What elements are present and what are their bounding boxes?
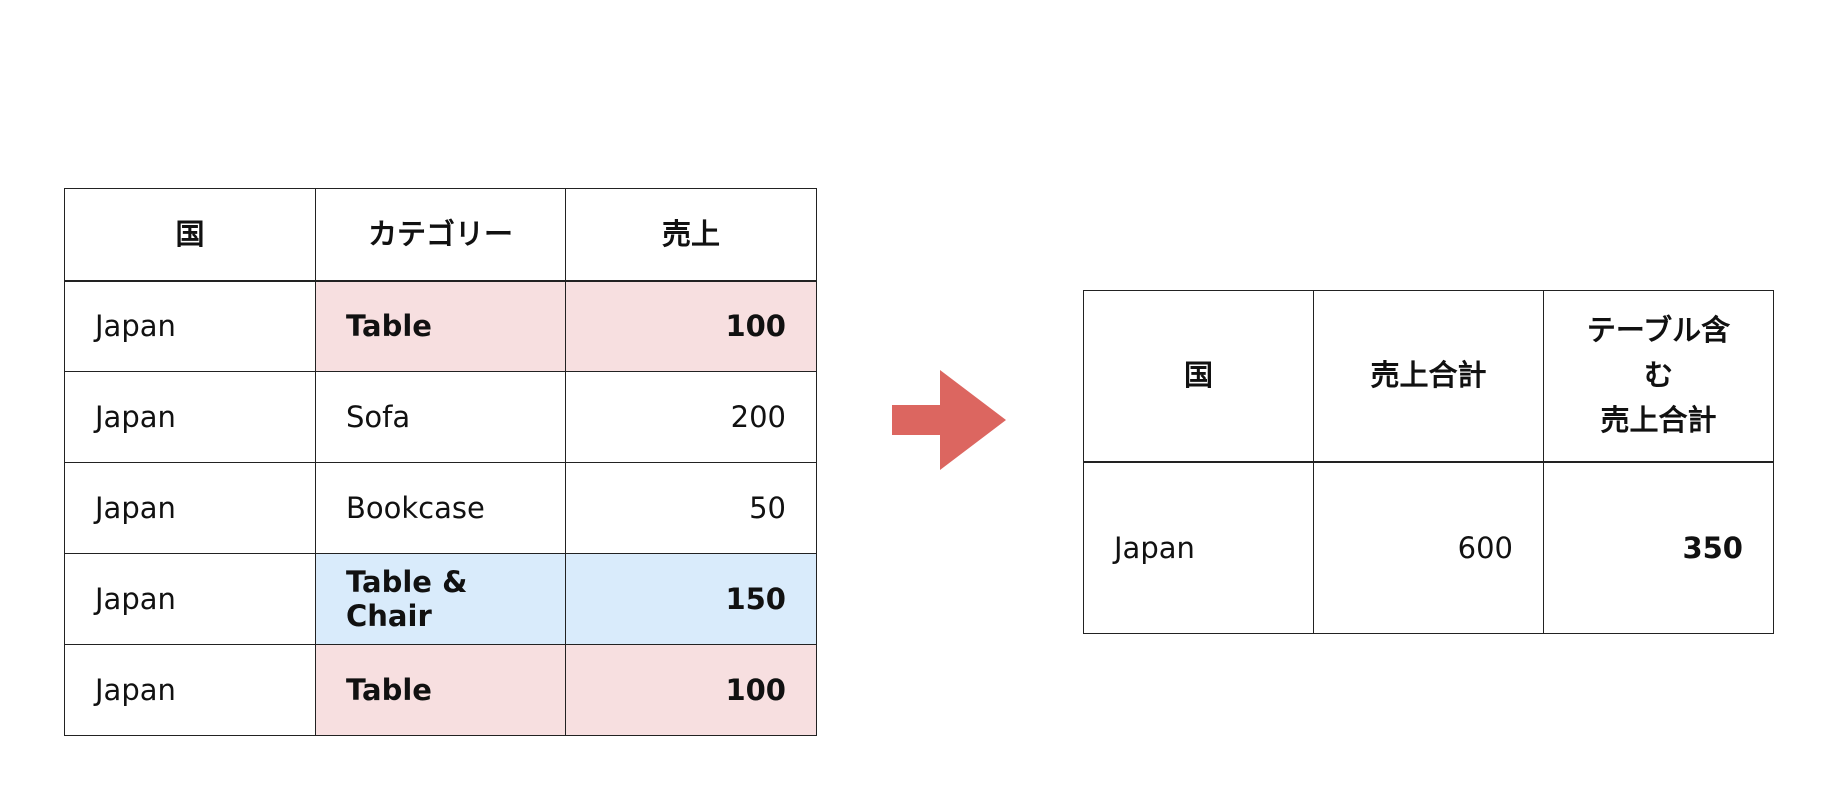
country-cell: Japan [64,280,316,372]
header-country: 国 [64,188,316,282]
header-country: 国 [1083,290,1314,463]
sales-cell: 200 [565,371,817,463]
header-table-sales: テーブル含む 売上合計 [1543,290,1774,463]
total-sales-cell: 600 [1313,461,1544,634]
category-cell: Sofa [315,371,566,463]
category-cell: Table [315,280,566,372]
table-row: Japan Table 100 [64,280,817,372]
header-table-sales-line1: テーブル含む [1586,313,1731,393]
header-sales: 売上 [565,188,817,282]
country-cell: Japan [64,371,316,463]
result-table: 国 売上合計 テーブル含む 売上合計 Japan 600 350 [1083,290,1774,634]
country-cell: Japan [64,462,316,554]
table-row: Japan Table 100 [64,644,817,736]
header-category: カテゴリー [315,188,566,282]
category-cell: Table [315,644,566,736]
header-total-sales: 売上合計 [1313,290,1544,463]
country-cell: Japan [1083,461,1314,634]
country-cell: Japan [64,644,316,736]
header-table-sales-line2: 売上合計 [1600,403,1717,438]
sales-cell: 50 [565,462,817,554]
country-cell: Japan [64,553,316,645]
sales-cell: 100 [565,280,817,372]
table-row: Japan 600 350 [1083,461,1774,634]
table-row: Japan Bookcase 50 [64,462,817,554]
category-cell: Table & Chair [315,553,566,645]
sales-cell: 150 [565,553,817,645]
right-arrow-icon [892,370,1006,470]
table-row: Japan Table & Chair 150 [64,553,817,645]
category-cell: Bookcase [315,462,566,554]
result-header-row: 国 売上合計 テーブル含む 売上合計 [1083,290,1774,463]
source-header-row: 国 カテゴリー 売上 [64,188,817,282]
source-table: 国 カテゴリー 売上 Japan Table 100 Japan Sofa 20… [64,188,817,736]
table-row: Japan Sofa 200 [64,371,817,463]
sales-cell: 100 [565,644,817,736]
table-sales-cell: 350 [1543,461,1774,634]
